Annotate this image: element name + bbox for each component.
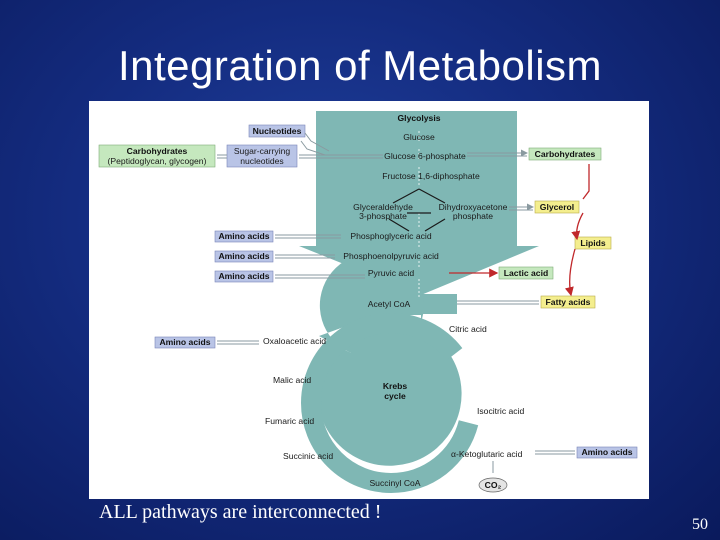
amino-acids-label-3: Amino acids [218,271,269,281]
fumaric-acid-label: Fumaric acid [265,416,314,426]
amino-acids-box-1 [214,230,274,243]
krebs-cycle-ring-base [301,313,481,493]
glycolysis-arrow-shape [299,111,539,295]
amino-acids-box-3 [214,270,274,283]
amino-acids-label-1: Amino acids [218,231,269,241]
citric-acid-label: Citric acid [449,324,487,334]
dihydroxyacetone-label-1: Dihydroxyacetone [439,202,508,212]
lipids-label: Lipids [580,238,606,248]
amino-acids-right-box [576,446,638,459]
amino-acids-label-2: Amino acids [218,251,269,261]
sugar-carrying-label-2: nucleotides [240,156,283,166]
glycerol-box [534,200,580,214]
nucleotides-box [248,124,306,138]
pyruvic-acid-label: Pyruvic acid [368,268,415,278]
phosphoglyceric-acid-label: Phosphoglyceric acid [350,231,431,241]
sugar-carrying-label-1: Sugar-carrying [234,146,291,156]
slide-title: Integration of Metabolism [117,42,603,89]
carbohydrates-left-label: Carbohydrates [127,146,188,156]
fatty-acids-label: Fatty acids [546,297,591,307]
dihydroxyacetone-label-2: phosphate [453,211,493,221]
glycerol-label: Glycerol [540,202,574,212]
page-number: 50 [692,516,708,533]
carbohydrates-left-sub-label: (Peptidoglycan, glycogen) [108,156,207,166]
carbohydrates-left-box [98,144,216,168]
malic-acid-label: Malic acid [273,375,311,385]
sugar-carrying-box [226,144,298,168]
amino-acids-right-label: Amino acids [581,447,632,457]
carbohydrates-right-label: Carbohydrates [535,149,596,159]
fructose-diphosphate-label: Fructose 1,6-diphosphate [382,171,480,181]
phosphoenolpyruvic-acid-label: Phosphoenolpyruvic acid [343,251,439,261]
succinyl-coa-label: Succinyl CoA [369,478,420,488]
isocitric-acid-label: Isocitric acid [477,406,524,416]
krebs-cycle-ring [317,253,462,466]
glyceraldehyde-label-2: 3-phosphate [359,211,407,221]
amino-acids-box-4 [154,336,216,349]
glyceraldehyde-label-1: Glyceraldehyde [353,202,413,212]
lactic-acid-label: Lactic acid [504,268,548,278]
succinic-acid-label: Succinic acid [283,451,333,461]
carbohydrates-right-box [528,147,602,161]
glucose-label: Glucose [403,132,435,142]
slide-caption: ALL pathways are interconnected ! [99,501,382,523]
glucose-6-phosphate-label: Glucose 6-phosphate [384,151,466,161]
oxaloacetic-acid-label: Oxaloacetic acid [263,336,326,346]
co2-label: CO₂ [485,480,502,490]
lipids-box [574,236,612,250]
nucleotides-label: Nucleotides [253,126,302,136]
acetyl-coa-label: Acetyl CoA [368,299,411,309]
co2-oval [478,477,508,493]
lactic-acid-box [498,266,554,280]
metabolism-diagram-svg: Nucleotides Carbohydrates (Peptidoglycan… [98,111,638,493]
amino-acids-box-2 [214,250,274,263]
amino-acids-label-4: Amino acids [159,337,210,347]
ketoglutaric-acid-label: α-Ketoglutaric acid [451,449,523,459]
glycolysis-label: Glycolysis [398,113,441,123]
krebs-label-2: cycle [384,391,406,401]
krebs-label-1: Krebs [383,381,408,391]
metabolism-diagram: Nucleotides Carbohydrates (Peptidoglycan… [89,101,649,499]
